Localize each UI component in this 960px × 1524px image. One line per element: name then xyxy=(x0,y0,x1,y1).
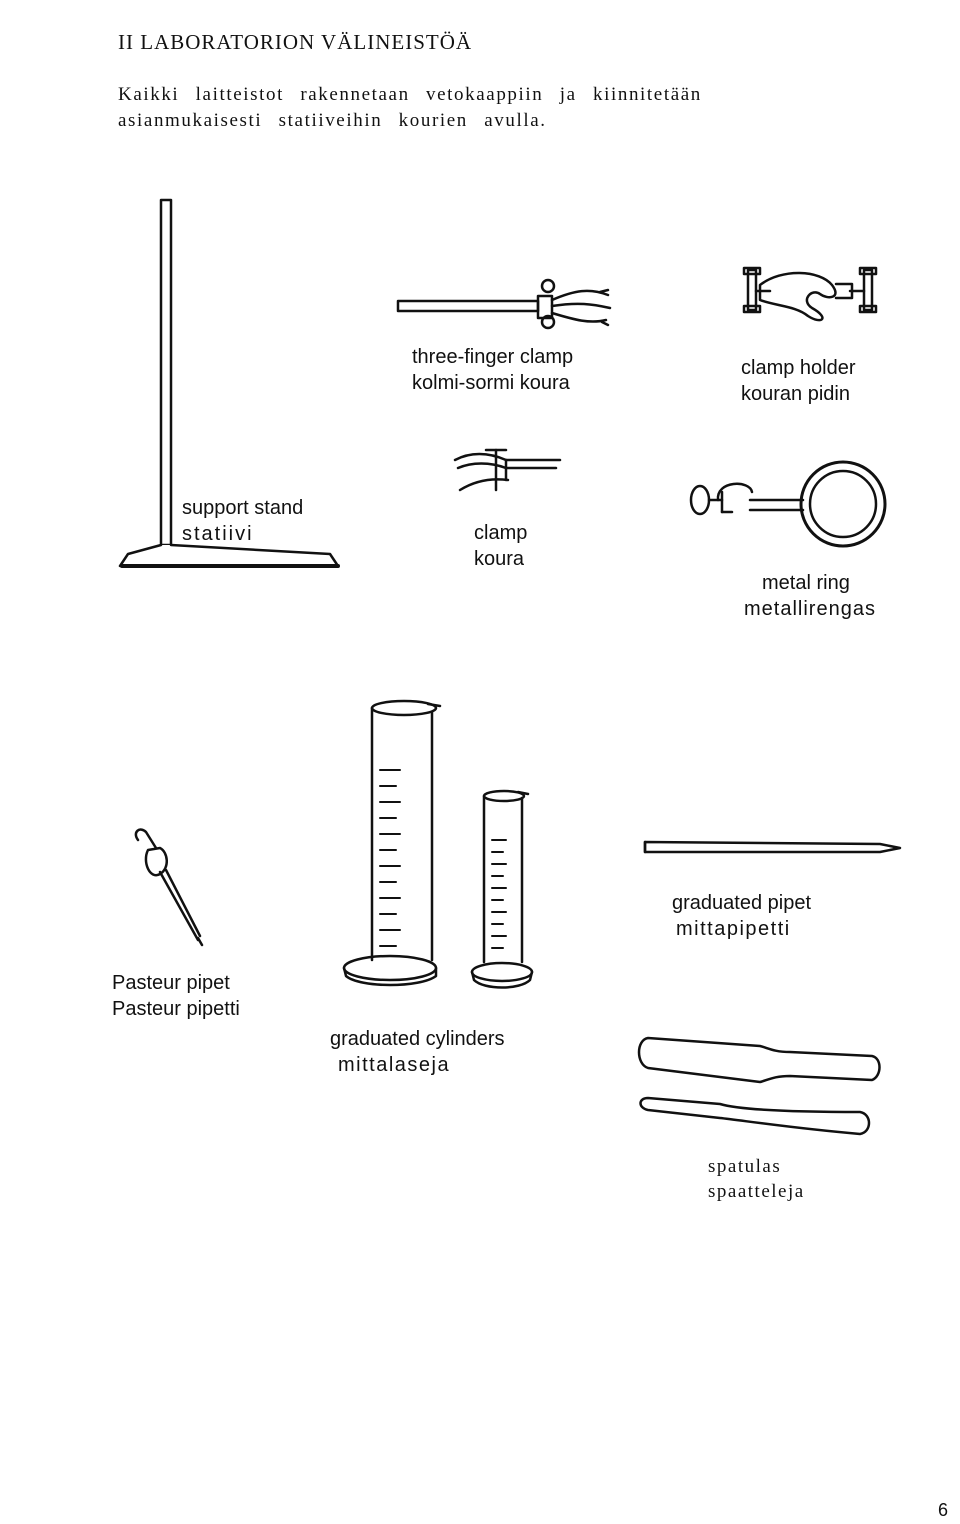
page-heading: II LABORATORION VÄLINEISTÖÄ xyxy=(118,30,473,54)
clamp-fi: koura xyxy=(474,548,525,570)
pasteur-pipet-drawing xyxy=(134,828,204,947)
metal-ring-drawing xyxy=(689,460,887,548)
clamp-holder-drawing xyxy=(742,266,878,322)
metal-ring-en: metal ring xyxy=(762,572,850,594)
page-number: 6 xyxy=(938,1500,949,1520)
clamp-holder-label: clamp holder kouran pidin xyxy=(741,355,856,407)
three-finger-clamp-drawing xyxy=(396,278,612,330)
graduated-cylinders-label: graduated cylinders mittalaseja xyxy=(330,1026,505,1078)
spatulas-en: spatulas xyxy=(708,1156,782,1177)
clamp-en: clamp xyxy=(474,522,528,544)
graduated-pipet-label: graduated pipet mittapipetti xyxy=(672,890,811,942)
graduated-pipet-drawing xyxy=(643,840,902,854)
pasteur-pipet-en: Pasteur pipet xyxy=(112,972,230,994)
support-stand-label: support stand statiivi xyxy=(182,495,303,547)
intro-line-2: asianmukaisesti statiiveihin kourien avu… xyxy=(118,110,547,131)
graduated-cylinders-drawing xyxy=(342,699,534,989)
spatulas-label: spatulas spaatteleja xyxy=(708,1154,805,1204)
support-stand-drawing xyxy=(118,198,340,568)
metal-ring-fi: metallirengas xyxy=(744,598,876,620)
graduated-cylinders-en: graduated cylinders xyxy=(330,1028,505,1050)
spatulas-drawing xyxy=(637,1036,881,1136)
metal-ring-label: metal ring metallirengas xyxy=(744,570,876,622)
three-finger-clamp-fi: kolmi-sormi koura xyxy=(412,372,570,394)
clamp-label: clamp koura xyxy=(474,520,527,572)
pasteur-pipet-label: Pasteur pipet Pasteur pipetti xyxy=(112,970,240,1022)
pasteur-pipet-fi: Pasteur pipetti xyxy=(112,998,240,1020)
spatulas-fi: spaatteleja xyxy=(708,1181,805,1202)
clamp-drawing xyxy=(453,448,562,492)
intro-line-1: Kaikki laitteistot rakennetaan vetokaapp… xyxy=(118,84,702,105)
three-finger-clamp-en: three-finger clamp xyxy=(412,346,574,368)
support-stand-fi: statiivi xyxy=(182,523,254,545)
clamp-holder-fi: kouran pidin xyxy=(741,383,850,405)
clamp-holder-en: clamp holder xyxy=(741,357,856,379)
graduated-cylinders-fi: mittalaseja xyxy=(338,1054,451,1076)
three-finger-clamp-label: three-finger clamp kolmi-sormi koura xyxy=(412,344,573,396)
graduated-pipet-en: graduated pipet xyxy=(672,892,812,914)
support-stand-en: support stand xyxy=(182,497,304,519)
graduated-pipet-fi: mittapipetti xyxy=(676,918,791,940)
